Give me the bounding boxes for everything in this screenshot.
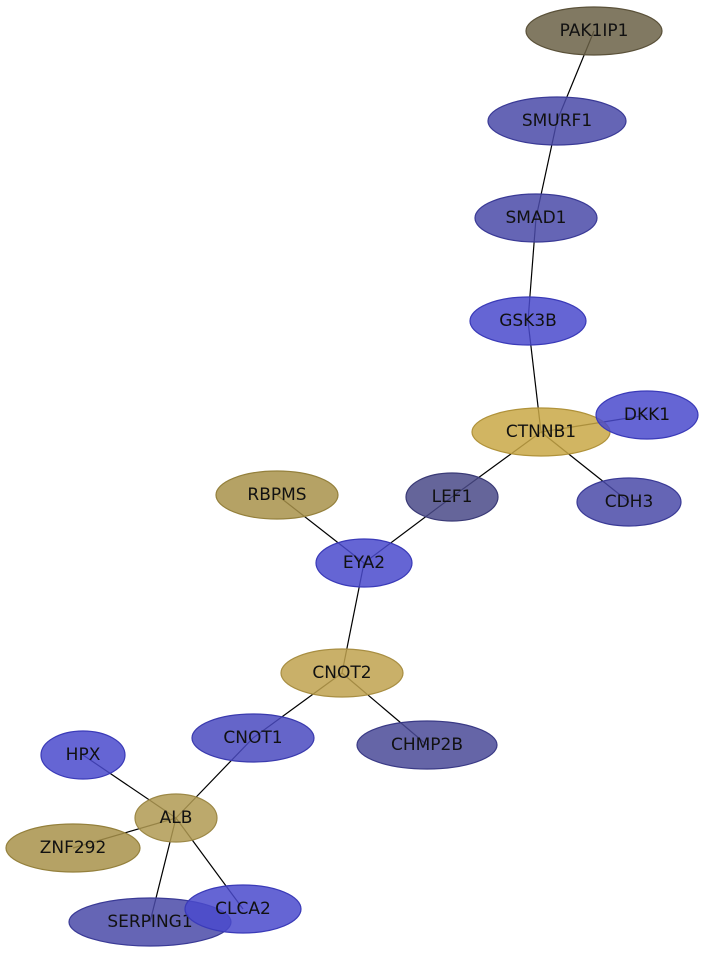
node-alb[interactable]: ALB xyxy=(134,793,218,843)
node-shape xyxy=(405,472,499,522)
node-label: CLCA2 xyxy=(215,899,271,919)
node-shape xyxy=(134,793,218,843)
node-label: EYA2 xyxy=(343,553,385,573)
node-label: CTNNB1 xyxy=(506,422,576,442)
node-lef1[interactable]: LEF1 xyxy=(405,472,499,522)
node-shape xyxy=(487,96,627,146)
node-label: SMURF1 xyxy=(522,111,592,131)
node-label: ALB xyxy=(160,808,193,828)
node-clca2[interactable]: CLCA2 xyxy=(184,884,302,934)
node-hpx[interactable]: HPX xyxy=(40,730,126,780)
node-shape xyxy=(191,713,315,763)
node-shape xyxy=(215,470,339,520)
node-label: CDH3 xyxy=(605,492,654,512)
node-label: HPX xyxy=(66,745,101,765)
node-shape xyxy=(595,390,699,440)
node-chmp2b[interactable]: CHMP2B xyxy=(356,720,498,770)
node-label: CNOT1 xyxy=(223,728,282,748)
node-dkk1[interactable]: DKK1 xyxy=(595,390,699,440)
node-smurf1[interactable]: SMURF1 xyxy=(487,96,627,146)
node-shape xyxy=(474,193,598,243)
node-shape xyxy=(576,477,682,527)
node-shape xyxy=(184,884,302,934)
node-cnot2[interactable]: CNOT2 xyxy=(280,648,404,698)
node-shape xyxy=(525,6,663,56)
node-gsk3b[interactable]: GSK3B xyxy=(469,296,587,346)
node-pak1ip1[interactable]: PAK1IP1 xyxy=(525,6,663,56)
node-cnot1[interactable]: CNOT1 xyxy=(191,713,315,763)
edge-layer xyxy=(72,30,648,923)
node-label: SMAD1 xyxy=(506,208,567,228)
node-label: ZNF292 xyxy=(40,838,107,858)
node-ctnnb1[interactable]: CTNNB1 xyxy=(471,407,611,457)
node-label: GSK3B xyxy=(499,311,557,331)
node-cdh3[interactable]: CDH3 xyxy=(576,477,682,527)
node-label: PAK1IP1 xyxy=(560,21,629,41)
node-znf292[interactable]: ZNF292 xyxy=(5,823,141,873)
node-shape xyxy=(356,720,498,770)
node-smad1[interactable]: SMAD1 xyxy=(474,193,598,243)
node-shape xyxy=(280,648,404,698)
node-shape xyxy=(40,730,126,780)
node-label: RBPMS xyxy=(247,485,306,505)
node-label: CHMP2B xyxy=(391,735,463,755)
node-shape xyxy=(469,296,587,346)
node-label: DKK1 xyxy=(624,405,670,425)
node-label: LEF1 xyxy=(432,487,473,507)
node-rbpms[interactable]: RBPMS xyxy=(215,470,339,520)
node-label: SERPING1 xyxy=(107,912,192,932)
node-shape xyxy=(315,538,413,588)
node-eya2[interactable]: EYA2 xyxy=(315,538,413,588)
node-shape xyxy=(5,823,141,873)
node-label: CNOT2 xyxy=(312,663,371,683)
